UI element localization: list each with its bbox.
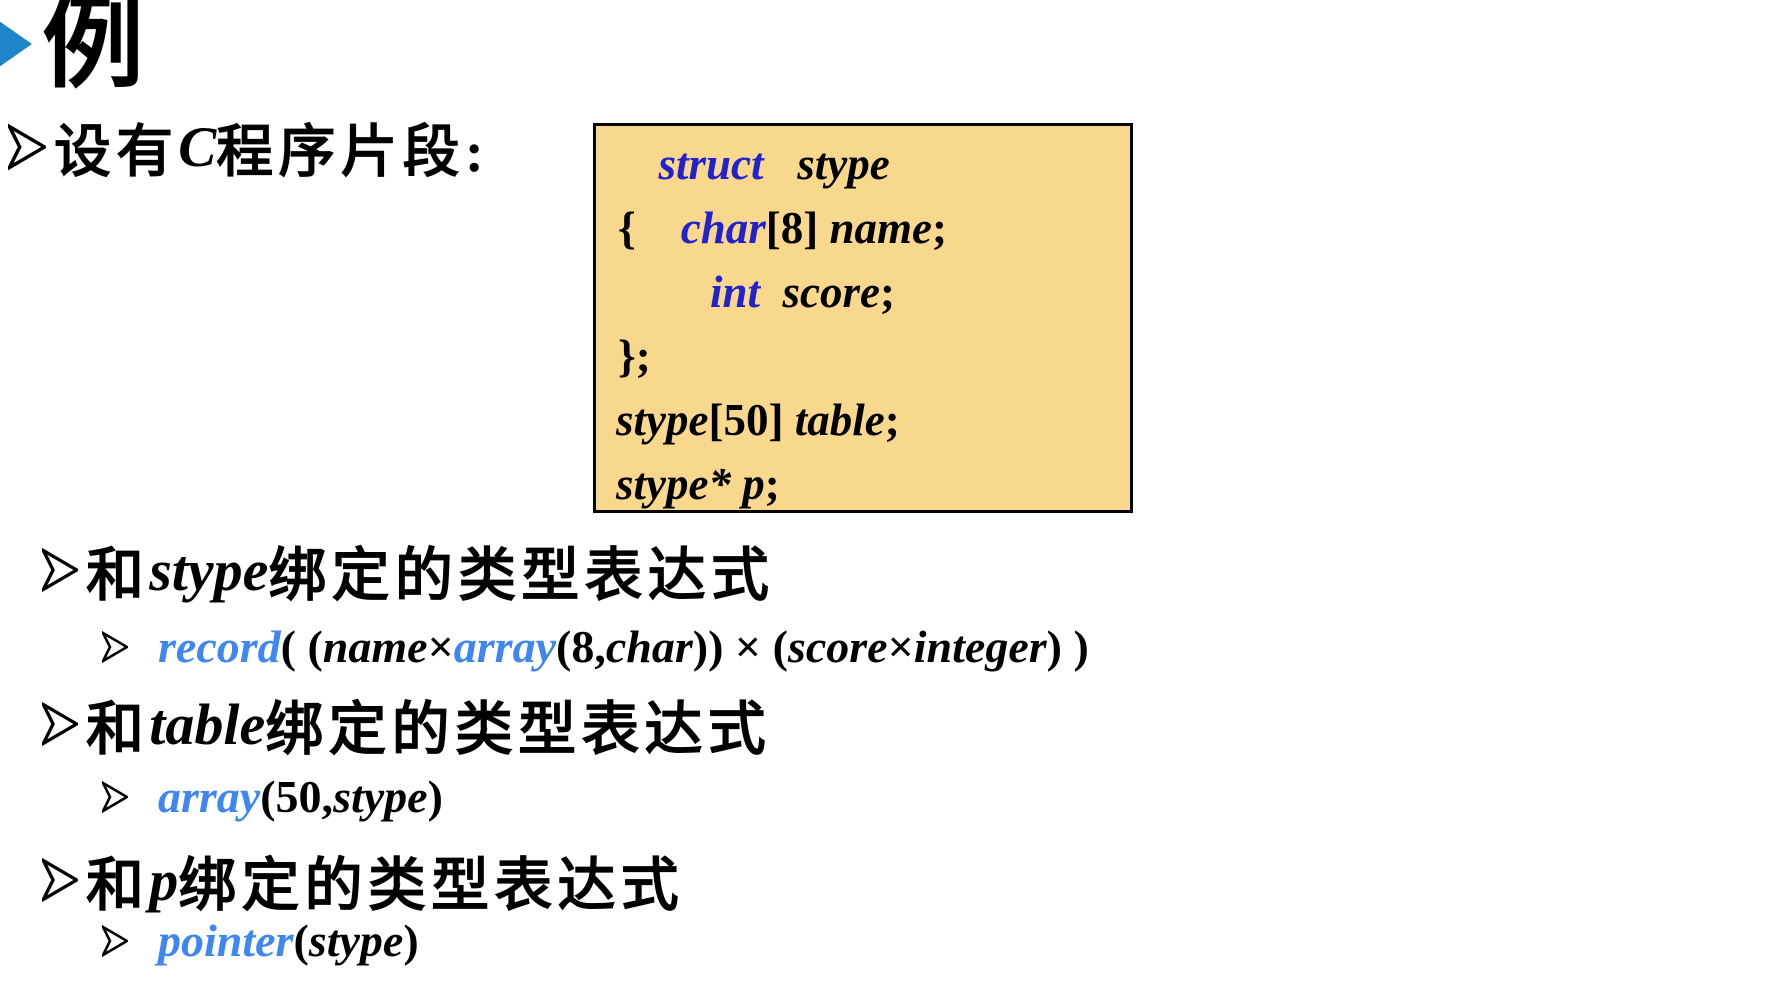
code-punctuation: ; [932,203,947,253]
title-row: 例 [0,0,144,97]
code-identifier: table [794,395,885,445]
expr-operator: ) [427,771,443,822]
arrow-bullet-icon [42,699,78,749]
code-line: { char[8] name; [614,196,1130,260]
type-expression-record: record ( (name×array(8, char)) × (score … [102,620,1089,673]
heading-identifier: p [149,847,179,913]
code-identifier: stype [763,139,890,189]
code-keyword: struct [636,139,764,189]
code-punctuation: ; [884,395,900,445]
intro-line: 设有 C 程序片段: [8,106,489,188]
heading-text: 和 [86,543,150,608]
type-expression-pointer: pointer (stype) [102,914,419,967]
arrow-bullet-icon [102,629,128,665]
heading-identifier: stype [149,537,269,603]
section-heading-stype: 和 stype 绑定的类型表达式 [42,528,774,612]
expr-keyword: record [158,621,281,672]
heading-text: 和 [86,697,150,762]
intro-text: 设有 [54,121,179,184]
title-arrow-icon [0,15,32,72]
expr-identifier: integer [913,621,1047,672]
expr-identifier: score [787,621,888,672]
arrow-bullet-icon [102,779,128,815]
code-keyword: int [710,267,761,317]
heading-text: 绑定的类型表达式 [265,697,771,762]
arrow-bullet-icon [102,923,128,959]
code-punctuation: { [618,203,681,253]
heading-text: 和 [86,853,150,918]
code-punctuation: ; [880,267,896,317]
code-box: struct stype { char[8] name; int score; … [593,123,1133,513]
code-punctuation: [50] [708,395,795,445]
expr-keyword: pointer [158,915,294,966]
code-keyword: char [680,203,766,253]
expr-identifier: char [605,621,693,672]
expr-operator: × [427,621,454,672]
expr-identifier: stype [308,915,404,966]
code-line: struct stype [614,132,1130,196]
expr-identifier: stype [333,771,428,822]
heading-text: 绑定的类型表达式 [268,543,775,608]
arrow-bullet-icon [42,545,78,595]
heading-identifier: table [149,691,266,757]
expr-operator: ( ( [280,621,323,672]
section-heading-p: 和 p 绑定的类型表达式 [42,838,684,922]
section-heading-table: 和 table 绑定的类型表达式 [42,682,771,766]
expr-operator: (50, [260,771,334,822]
expr-operator: )) × ( [692,621,788,672]
intro-identifier: C [178,115,217,179]
code-punctuation: }; [618,331,651,381]
code-line: stype* p; [614,452,1130,516]
code-line: stype[50] table; [614,388,1130,452]
expr-operator: ) [403,915,419,966]
page-title: 例 [42,0,144,100]
expr-keyword: array [453,621,557,672]
arrow-bullet-icon [8,121,46,173]
code-punctuation: [8] [765,203,830,253]
code-identifier: stype* p [616,459,765,509]
expr-operator: ( [293,915,309,966]
expr-operator: ) ) [1046,621,1089,672]
code-punctuation: ; [764,459,780,509]
code-identifier: score [760,267,881,317]
code-identifier: name [829,203,932,253]
code-identifier: stype [616,395,709,445]
type-expression-array: array (50, stype) [102,770,443,823]
expr-identifier: name [322,621,428,672]
heading-text: 绑定的类型表达式 [178,853,684,918]
arrow-bullet-icon [42,855,78,905]
intro-text: 程序片段: [216,121,489,184]
expr-keyword: array [158,771,261,822]
code-line: int score; [614,260,1130,324]
expr-operator: (8, [556,621,606,672]
code-line: }; [614,324,1130,388]
expr-operator: × [887,621,914,672]
